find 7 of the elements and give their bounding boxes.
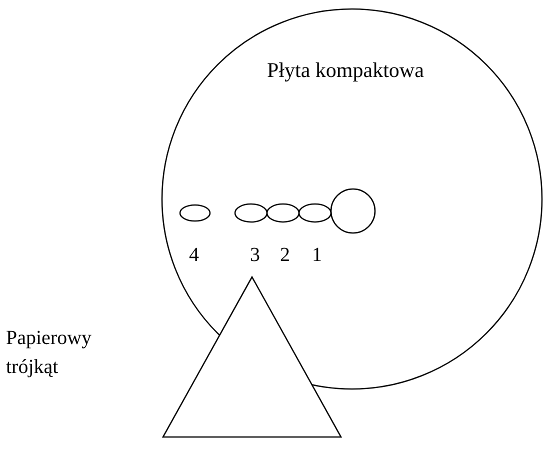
caption-label: Papierowy trójkąt xyxy=(6,326,93,380)
hole-number: 1 xyxy=(312,244,322,267)
hole-number: 4 xyxy=(189,244,199,267)
hole-number: 3 xyxy=(250,244,260,267)
disc-circle xyxy=(161,8,543,390)
title-label: Płyta kompaktowa xyxy=(267,58,424,83)
hole-number: 2 xyxy=(280,244,290,267)
